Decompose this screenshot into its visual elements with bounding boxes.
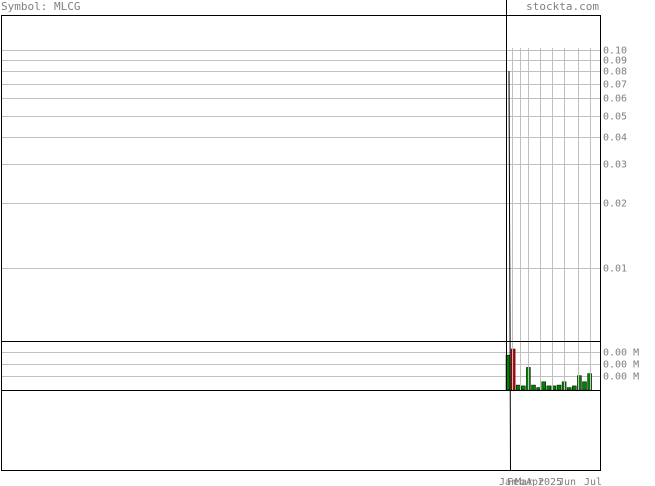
volume-grid bbox=[1, 352, 600, 377]
x-tick-label: Jul bbox=[584, 477, 602, 486]
x-tick-label: 2025 bbox=[538, 477, 562, 486]
site-label: stockta.com bbox=[526, 0, 599, 13]
volume-bar bbox=[546, 385, 552, 391]
panel-frames bbox=[1, 0, 601, 471]
price-line bbox=[508, 71, 511, 471]
price-tick-label: 0.09 bbox=[603, 56, 627, 67]
volume-bar bbox=[556, 384, 562, 391]
price-tick-label: 0.02 bbox=[603, 199, 627, 210]
volume-bar bbox=[566, 387, 572, 391]
volume-tick-label: 0.00 M bbox=[603, 372, 639, 383]
x-tick-label: Mar bbox=[515, 477, 533, 486]
volume-bar bbox=[572, 385, 577, 391]
symbol-label: Symbol: MLCG bbox=[1, 0, 81, 13]
volume-bar bbox=[541, 381, 546, 391]
price-tick-label: 0.03 bbox=[603, 160, 627, 171]
volume-bar bbox=[510, 348, 516, 391]
x-tick-label: Apr bbox=[526, 477, 544, 486]
price-tick-label: 0.10 bbox=[603, 46, 627, 57]
volume-bar bbox=[582, 381, 587, 391]
price-tick-label: 0.06 bbox=[603, 94, 627, 105]
price-tick-label: 0.04 bbox=[603, 133, 627, 144]
x-tick-label: Feb bbox=[507, 477, 525, 486]
price-tick-label: 0.08 bbox=[603, 67, 627, 78]
volume-y-axis: 0.00 M0.00 M0.00 M bbox=[603, 348, 639, 383]
volume-tick-label: 0.00 M bbox=[603, 360, 639, 371]
x-tick-label: Jun bbox=[558, 477, 576, 486]
volume-tick-label: 0.00 M bbox=[603, 348, 639, 359]
volume-bar bbox=[521, 385, 526, 391]
price-series bbox=[508, 71, 511, 471]
price-tick-label: 0.07 bbox=[603, 80, 627, 91]
price-grid bbox=[1, 50, 600, 269]
volume-bar bbox=[515, 384, 521, 391]
x-tick-label: Jan bbox=[499, 477, 517, 486]
price-y-axis: 0.100.090.08 0.07 0.06 0.05 0.04 0.03 0.02 0.01 bbox=[603, 46, 627, 275]
volume-bar bbox=[531, 384, 536, 391]
x-grid bbox=[512, 48, 591, 390]
price-tick-label: 0.01 bbox=[603, 264, 627, 275]
price-tick-label: 0.05 bbox=[603, 112, 627, 123]
chart-frame bbox=[1, 15, 601, 471]
